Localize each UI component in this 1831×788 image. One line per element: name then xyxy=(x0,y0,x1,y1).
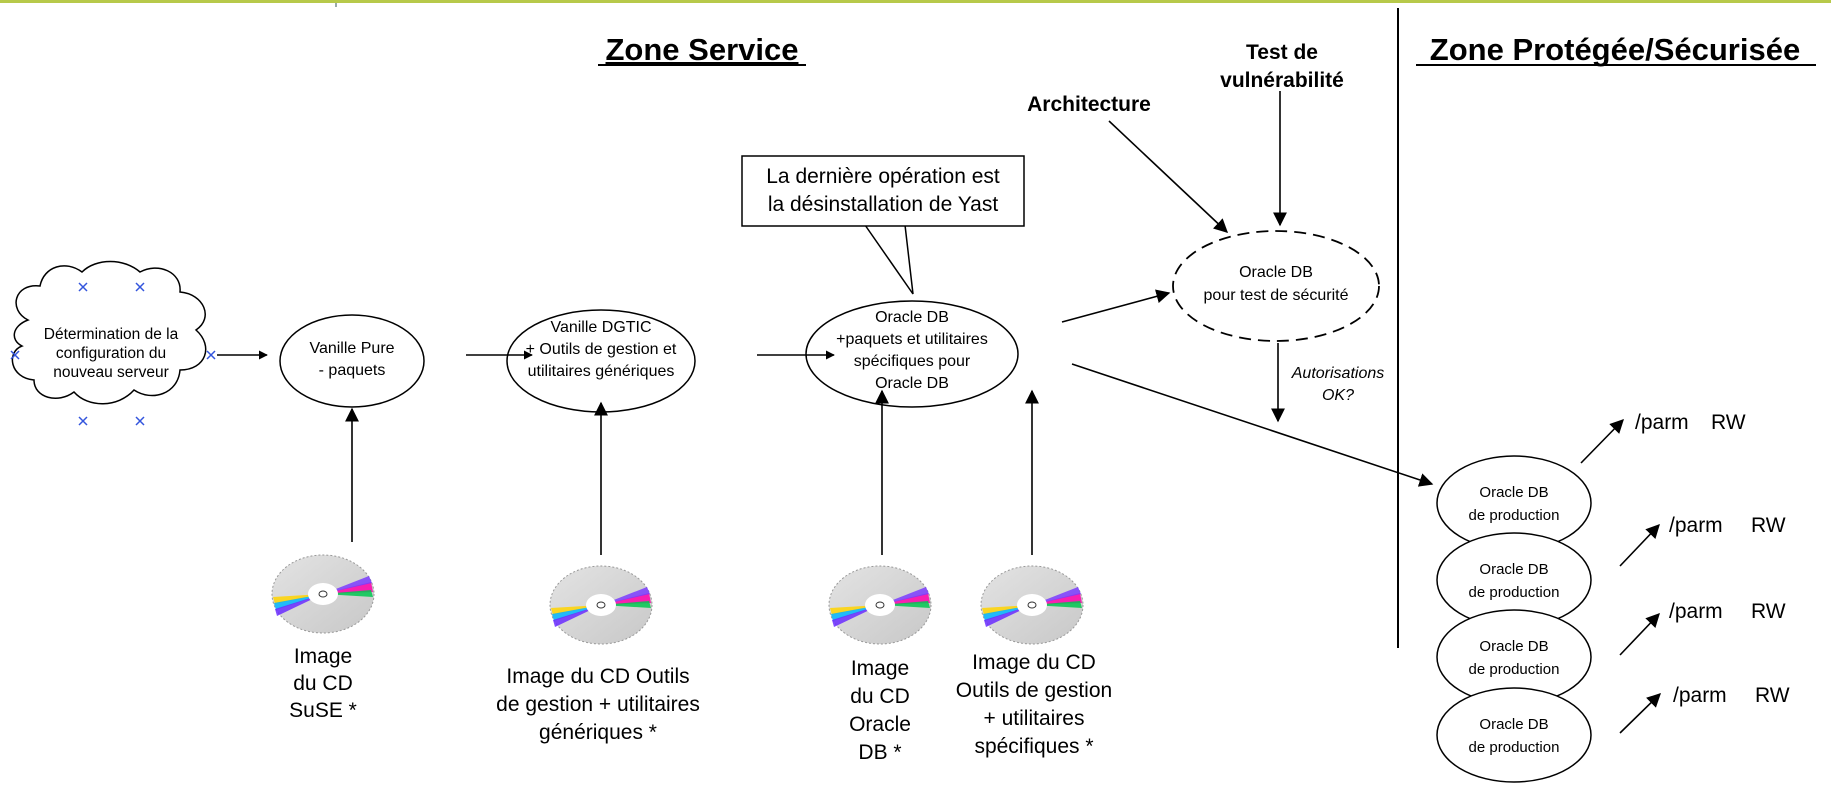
parm-2-mode: RW xyxy=(1751,514,1786,537)
parm-2-path: /parm xyxy=(1669,514,1723,537)
cd-oracle-line-4: DB * xyxy=(858,741,901,764)
cd-outils-generiques-icon xyxy=(549,565,653,645)
oracle-test-line-2: pour test de sécurité xyxy=(1204,287,1349,304)
cd-suse-line-3: SuSE * xyxy=(289,699,357,722)
cd-oracle-line-2: du CD xyxy=(850,685,910,708)
parm-arrow-4 xyxy=(1619,693,1662,734)
production-3-line-1: Oracle DB xyxy=(1479,638,1548,655)
vanille-pure-node: Vanille Pure - paquets xyxy=(279,314,425,408)
cloud-line-2: configuration du xyxy=(56,345,166,362)
cd-suse-line-1: Image xyxy=(294,645,352,668)
vanille-dgtic-line-2: + Outils de gestion et xyxy=(526,341,677,358)
production-node-1: Oracle DB de production xyxy=(1436,455,1592,551)
selection-handles xyxy=(10,282,216,426)
cd-oracle-icon xyxy=(828,565,932,645)
oracle-test-line-1: Oracle DB xyxy=(1239,264,1313,281)
cd-suse-icon xyxy=(271,554,375,634)
parm-arrows xyxy=(1580,418,1662,734)
parm-label-4: /parm RW xyxy=(1673,684,1790,707)
parm-4-mode: RW xyxy=(1755,684,1790,707)
arrow-architecture-to-test xyxy=(1108,120,1229,233)
cd-oracle-line-1: Image xyxy=(851,657,909,680)
production-4-line-1: Oracle DB xyxy=(1479,716,1548,733)
production-node-4: Oracle DB de production xyxy=(1436,687,1592,783)
zone-protected-title: Zone Protégée/Sécurisée xyxy=(1430,32,1800,67)
callout-line-1: La dernière opération est xyxy=(766,165,1000,188)
oracle-db-line-2: +paquets et utilitaires xyxy=(836,331,988,348)
parm-arrow-3 xyxy=(1619,612,1660,656)
oracle-db-line-1: Oracle DB xyxy=(875,309,949,326)
authorisations-label-2: OK? xyxy=(1322,387,1354,404)
architecture-label: Architecture xyxy=(1027,93,1151,116)
parm-1-path: /parm xyxy=(1635,411,1689,434)
arrow-oracle-to-production xyxy=(1071,363,1434,487)
parm-arrow-1 xyxy=(1580,418,1624,464)
production-4-line-2: de production xyxy=(1469,739,1560,756)
production-2-line-1: Oracle DB xyxy=(1479,561,1548,578)
cd-os-line-2: Outils de gestion xyxy=(956,679,1112,702)
cloud-node: Détermination de la configuration du nou… xyxy=(11,260,207,405)
production-1-line-2: de production xyxy=(1469,507,1560,524)
flow-arrows xyxy=(217,91,1434,555)
parm-3-path: /parm xyxy=(1669,600,1723,623)
parm-label-3: /parm RW xyxy=(1669,600,1786,623)
production-node-2: Oracle DB de production xyxy=(1436,532,1592,628)
test-vulnerabilite-label-2: vulnérabilité xyxy=(1220,69,1344,92)
vanille-dgtic-line-3: utilitaires génériques xyxy=(528,363,675,380)
parm-label-1: /parm RW xyxy=(1635,411,1746,434)
callout-line-2: la désinstallation de Yast xyxy=(768,193,999,216)
production-3-line-2: de production xyxy=(1469,661,1560,678)
oracle-db-line-3: spécifiques pour xyxy=(854,353,971,370)
cd-suse-caption: Image du CD SuSE * xyxy=(289,645,357,722)
cd-outils-generiques-caption: Image du CD Outils de gestion + utilitai… xyxy=(496,665,700,744)
arrow-oracle-to-test xyxy=(1061,289,1171,323)
vanille-dgtic-node: Vanille DGTIC + Outils de gestion et uti… xyxy=(506,309,696,413)
cd-oracle-caption: Image du CD Oracle DB * xyxy=(849,657,911,764)
oracle-db-node: Oracle DB +paquets et utilitaires spécif… xyxy=(805,300,1019,408)
cd-og-line-2: de gestion + utilitaires xyxy=(496,693,700,716)
parm-4-path: /parm xyxy=(1673,684,1727,707)
top-border xyxy=(0,0,1831,3)
cd-outils-specifiques-icon xyxy=(980,565,1084,645)
zone-service-title: Zone Service xyxy=(606,32,799,67)
parm-1-mode: RW xyxy=(1711,411,1746,434)
cd-os-line-1: Image du CD xyxy=(972,651,1096,674)
top-border-tick xyxy=(335,3,337,7)
cloud-line-1: Détermination de la xyxy=(44,326,179,343)
callout-box: La dernière opération est la désinstalla… xyxy=(741,155,1025,295)
oracle-db-line-4: Oracle DB xyxy=(875,375,949,392)
test-vulnerabilite-label-1: Test de xyxy=(1246,41,1318,64)
parm-3-mode: RW xyxy=(1751,600,1786,623)
cd-os-line-4: spécifiques * xyxy=(974,735,1093,758)
oracle-test-node: Oracle DB pour test de sécurité xyxy=(1172,230,1380,342)
cd-suse-line-2: du CD xyxy=(293,672,353,695)
vanille-pure-line-1: Vanille Pure xyxy=(309,340,394,357)
production-1-line-1: Oracle DB xyxy=(1479,484,1548,501)
cd-og-line-1: Image du CD Outils xyxy=(506,665,689,688)
cd-oracle-line-3: Oracle xyxy=(849,713,911,736)
parm-label-2: /parm RW xyxy=(1669,514,1786,537)
authorisations-label-1: Autorisations xyxy=(1291,365,1385,382)
parm-arrow-2 xyxy=(1619,523,1660,567)
cloud-line-3: nouveau serveur xyxy=(53,364,168,381)
cd-os-line-3: + utilitaires xyxy=(984,707,1085,730)
vanille-dgtic-line-1: Vanille DGTIC xyxy=(550,319,651,336)
production-node-3: Oracle DB de production xyxy=(1436,609,1592,705)
vanille-pure-line-2: - paquets xyxy=(319,362,386,379)
cd-og-line-3: génériques * xyxy=(539,721,657,744)
cd-outils-specifiques-caption: Image du CD Outils de gestion + utilitai… xyxy=(956,651,1112,758)
production-2-line-2: de production xyxy=(1469,584,1560,601)
